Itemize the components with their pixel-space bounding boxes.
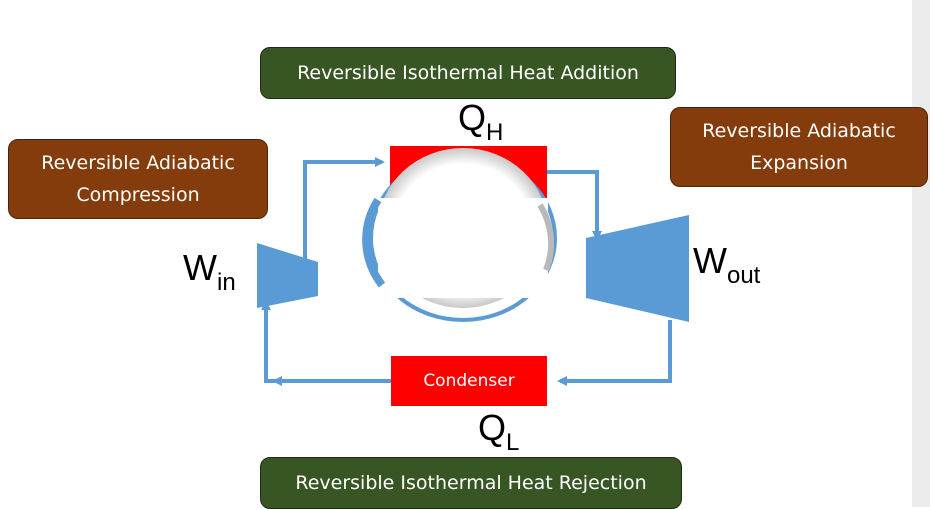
- placeholder-arc-right: [537, 203, 555, 272]
- condenser-block: [391, 356, 547, 406]
- w-in-symbol: Win: [183, 247, 236, 297]
- condenser-label: Condenser: [423, 371, 515, 391]
- w-out-symbol: Wout: [693, 240, 761, 290]
- flow-boiler-to-turbine: [547, 170, 602, 241]
- heat-rejection-label: Reversible Isothermal Heat Rejection: [260, 457, 682, 509]
- compression-label: Reversible Adiabatic Compression: [8, 139, 268, 219]
- flow-condenser-to-compressor: [261, 300, 391, 383]
- flow-compressor-to-boiler: [303, 157, 385, 262]
- turbine-shape: [586, 215, 689, 322]
- compressor-shape: [257, 243, 318, 308]
- placeholder-arc-left: [362, 197, 386, 288]
- flow-turbine-to-condenser: [557, 320, 672, 386]
- placeholder-mask: [378, 198, 548, 298]
- q-low-symbol: QL: [478, 407, 520, 457]
- q-hot-symbol: QH: [458, 97, 504, 147]
- expansion-label: Reversible Adiabatic Expansion: [670, 107, 928, 187]
- heat-addition-label: Reversible Isothermal Heat Addition: [260, 47, 676, 99]
